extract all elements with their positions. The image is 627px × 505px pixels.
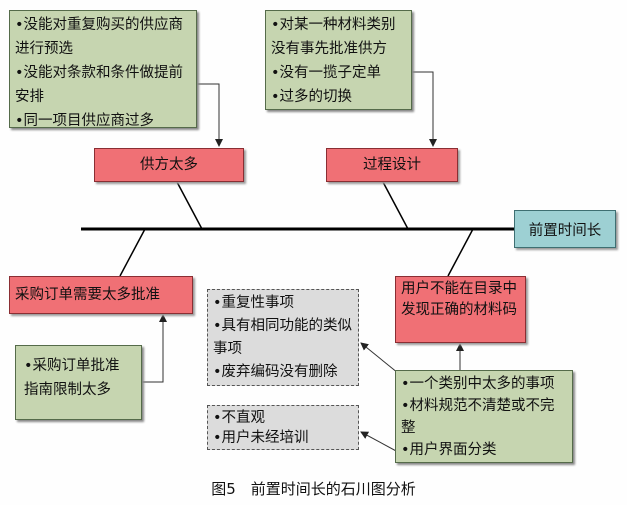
bone-approval [119, 228, 146, 277]
arrow-process [412, 71, 437, 147]
arrow-supplier [197, 83, 223, 147]
supplier-details: •没能对重复购买的供应商进行预选 •没能对条款和条件做提前安排 •同一项目供应商… [9, 10, 197, 129]
detail-item: •不直观 [213, 410, 266, 426]
figure-caption: 图5 前置时间长的石川图分析 [211, 480, 416, 498]
detail-item: •材料规范不清楚或不完整 [401, 398, 555, 436]
cause-process: 过程设计 [326, 148, 458, 182]
bone-supplier [176, 181, 203, 230]
approval-details: •采购订单批准指南限制太多 [15, 345, 142, 420]
cause-supplier: 供方太多 [94, 148, 244, 182]
items-subcauses: •重复性事项 •具有相同功能的类似事项 •废弃编码没有删除 [207, 289, 359, 386]
detail-item: •用户界面分类 [401, 442, 497, 458]
detail-item: •重复性事项 [213, 295, 295, 311]
detail-item: •具有相同功能的类似事项 [213, 318, 353, 357]
bone-process [382, 181, 409, 230]
detail-item: •对某一种材料类别没有事先批准供方 [271, 17, 396, 57]
detail-item: •没有一揽子定单 [271, 65, 382, 81]
detail-item: •同一项目供应商过多 [15, 113, 155, 129]
detail-item: •用户未经培训 [213, 430, 309, 446]
arrow-approval [142, 314, 167, 383]
arrow-interface [360, 431, 399, 453]
effect-box: 前置时间长 [514, 210, 616, 248]
detail-item: •一个类别中太多的事项 [401, 376, 555, 392]
bone-catalog [447, 228, 474, 277]
process-details: •对某一种材料类别没有事先批准供方 •没有一揽子定单 •过多的切换 [265, 10, 412, 110]
detail-item: •过多的切换 [271, 89, 353, 105]
detail-item: •没能对条款和条件做提前安排 [15, 65, 184, 105]
arrow-items [360, 342, 399, 374]
catalog-details: •一个类别中太多的事项 •材料规范不清楚或不完整 •用户界面分类 [395, 370, 573, 463]
cause-catalog: 用户不能在目录中发现正确的材料码 [395, 276, 526, 343]
detail-item: •没能对重复购买的供应商进行预选 [15, 17, 184, 57]
cause-approval: 采购订单需要太多批准 [9, 276, 193, 314]
interface-subcauses: •不直观 •用户未经培训 [207, 405, 359, 450]
detail-item: •废弃编码没有删除 [213, 364, 338, 380]
